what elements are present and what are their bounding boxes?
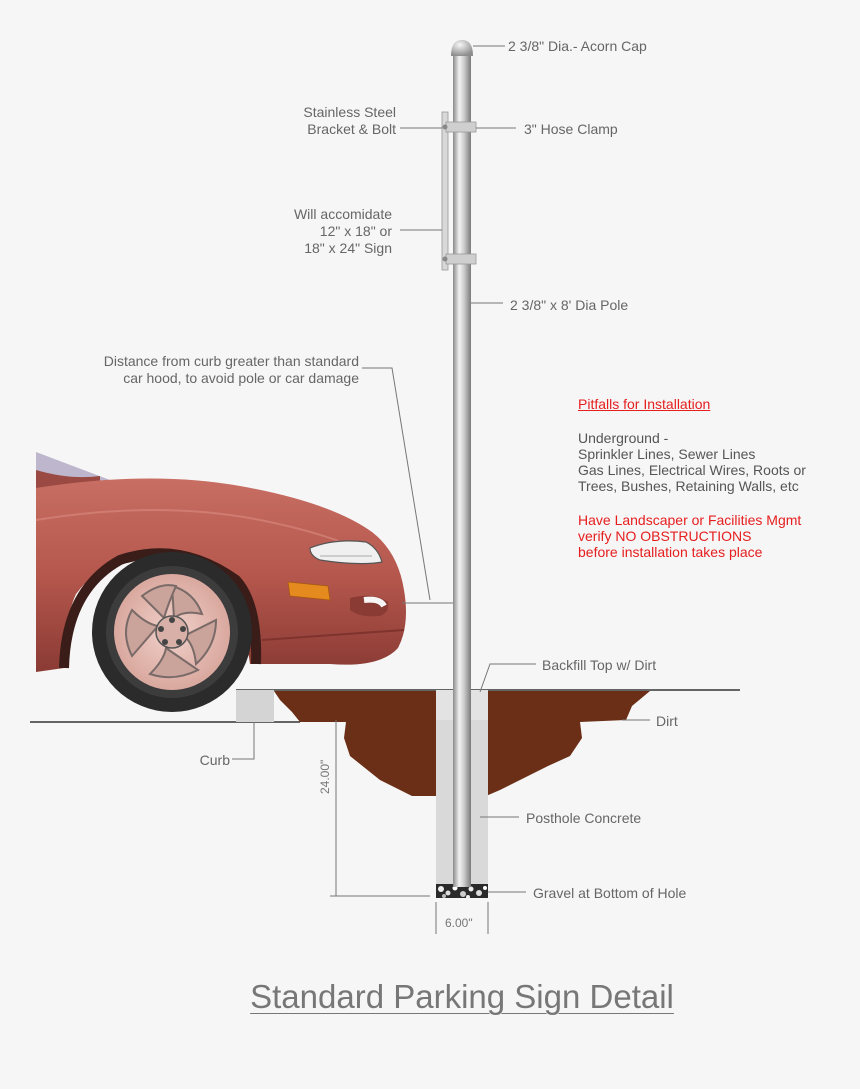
curb-label: Curb xyxy=(199,752,230,768)
dirt-label: Dirt xyxy=(656,713,678,729)
acorn-cap-label: 2 3/8" Dia.- Acorn Cap xyxy=(508,38,647,54)
backfill-label: Backfill Top w/ Dirt xyxy=(542,657,657,673)
pitfalls-line4: Trees, Bushes, Retaining Walls, etc xyxy=(578,478,799,494)
warning-line1: Have Landscaper or Facilities Mgmt xyxy=(578,512,802,528)
hose-clamp-label: 3" Hose Clamp xyxy=(524,121,618,137)
gravel-label: Gravel at Bottom of Hole xyxy=(533,885,687,901)
sign-size-label-line2: 12" x 18" or xyxy=(319,223,392,239)
width-dimension: 6.00" xyxy=(445,916,473,930)
sign-pole xyxy=(453,52,471,887)
pitfalls-heading: Pitfalls for Installation xyxy=(578,396,711,412)
warning-line3: before installation takes place xyxy=(578,544,763,560)
distance-label-line1: Distance from curb greater than standard xyxy=(103,353,359,369)
diagram-title: Standard Parking Sign Detail xyxy=(250,978,674,1015)
pole-label: 2 3/8" x 8' Dia Pole xyxy=(510,297,629,313)
car-front xyxy=(35,452,406,712)
leader-lines xyxy=(232,45,650,934)
distance-label-line2: car hood, to avoid pole or car damage xyxy=(123,370,359,386)
curb-block xyxy=(236,690,274,722)
pitfalls-line1: Underground - xyxy=(578,430,669,446)
depth-dimension: 24.00" xyxy=(318,759,332,794)
acorn-cap xyxy=(451,40,473,56)
bracket-label-line1: Stainless Steel xyxy=(303,104,396,120)
posthole-concrete-label: Posthole Concrete xyxy=(526,810,642,826)
sign-size-label-line1: Will accomidate xyxy=(293,206,392,222)
pitfalls-line3: Gas Lines, Electrical Wires, Roots or xyxy=(578,462,806,478)
warning-line2: verify NO OBSTRUCTIONS xyxy=(578,528,752,544)
sign-bracket xyxy=(441,111,477,271)
sign-size-label-line3: 18" x 24" Sign xyxy=(304,240,392,256)
pitfalls-panel: Pitfalls for Installation Underground - … xyxy=(578,396,806,560)
gravel-bed xyxy=(436,884,488,899)
pitfalls-line2: Sprinkler Lines, Sewer Lines xyxy=(578,446,756,462)
bracket-label-line2: Bracket & Bolt xyxy=(307,121,396,137)
